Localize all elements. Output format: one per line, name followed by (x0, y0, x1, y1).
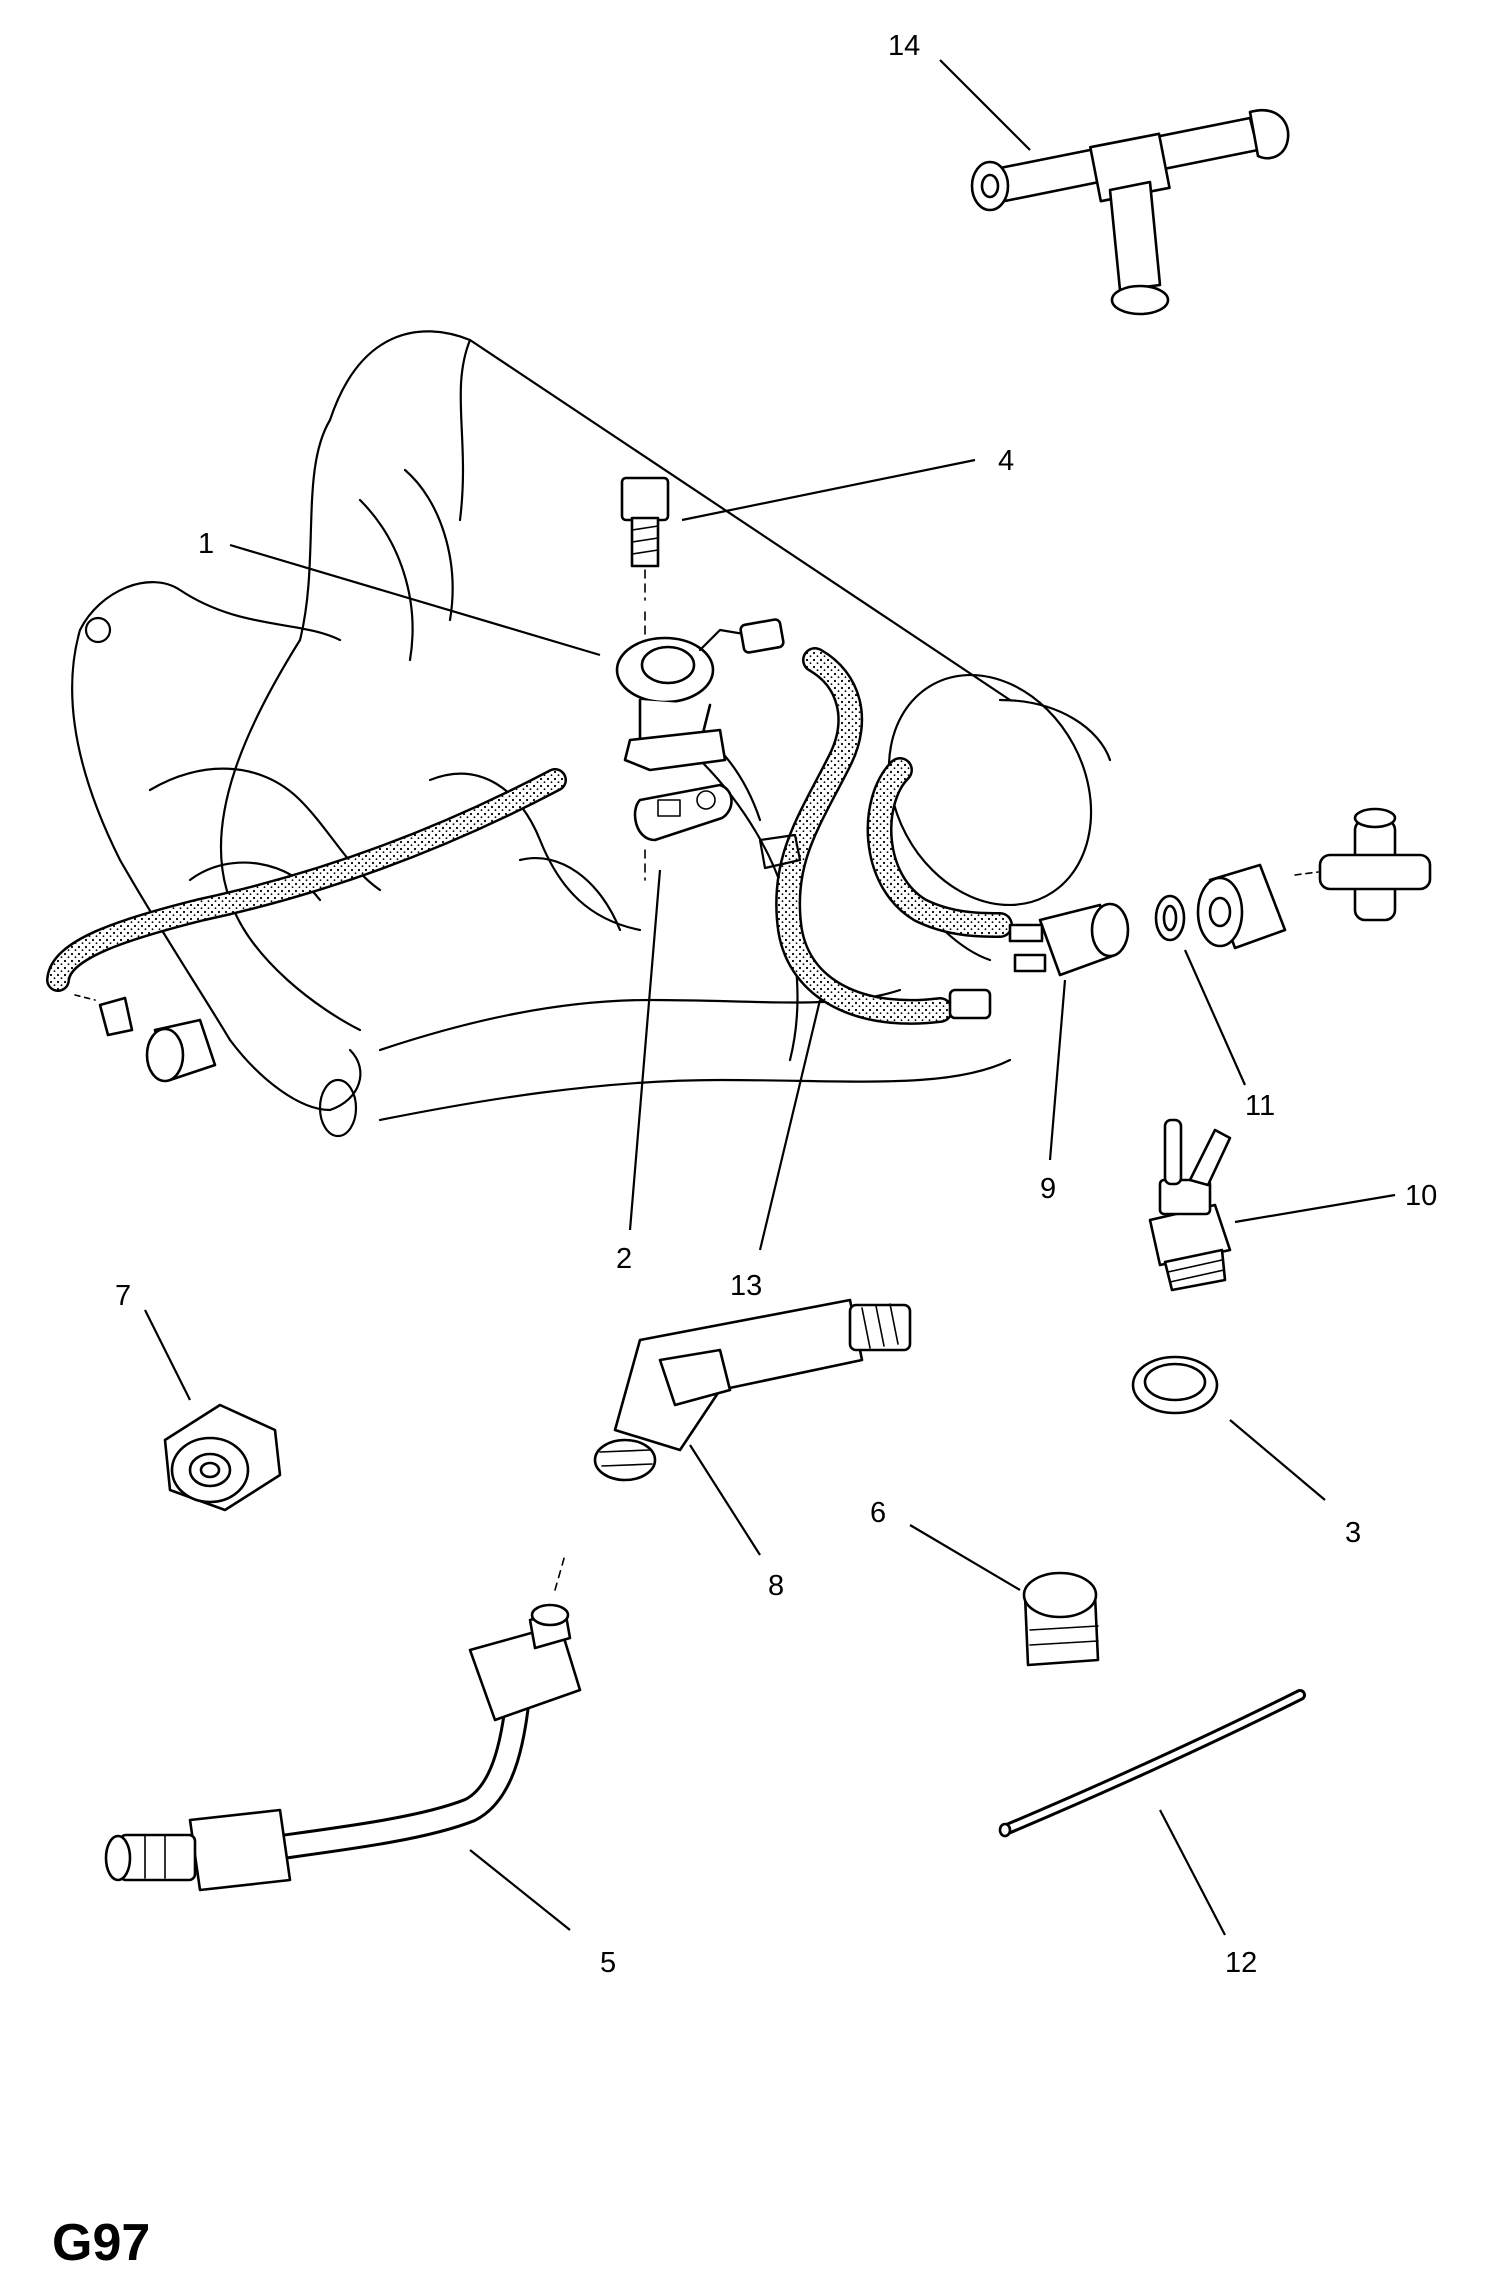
callout-5: 5 (600, 1947, 616, 1979)
washer-filter-part-11 (1154, 863, 1287, 950)
hose-end-fittings (74, 994, 217, 1083)
t-connector-part-14 (970, 109, 1290, 316)
bolt-part-4 (620, 476, 670, 641)
temperature-switch-part-10 (1148, 1118, 1232, 1292)
vacuum-hoses (46, 618, 1013, 1025)
switching-valve-part-9 (1008, 902, 1130, 977)
callout-11: 11 (1245, 1090, 1275, 1122)
callout-6: 6 (870, 1497, 886, 1529)
nut-part-7 (163, 1403, 282, 1512)
callout-13: 13 (730, 1270, 762, 1302)
callout-labels: 14 4 1 2 13 9 11 10 3 7 8 6 5 12 (115, 30, 1437, 1979)
callout-4: 4 (998, 445, 1014, 477)
callout-7: 7 (115, 1280, 131, 1312)
callout-12: 12 (1225, 1947, 1257, 1979)
callout-14: 14 (888, 30, 920, 62)
diagram-code: G97 (52, 2214, 150, 2272)
tube-part-12 (998, 1689, 1306, 1838)
pipe-part-5 (104, 1554, 582, 1892)
callout-3: 3 (1345, 1517, 1361, 1549)
egr-valve-part-1 (615, 628, 752, 772)
gasket-part-2 (633, 783, 733, 881)
plug-part-6 (1022, 1571, 1100, 1667)
callout-10: 10 (1405, 1180, 1437, 1212)
leader-lines (144, 59, 1396, 1936)
callout-2: 2 (616, 1243, 632, 1275)
sealing-ring-part-3 (1131, 1355, 1219, 1415)
angled-connector-part-8 (593, 1298, 912, 1482)
callout-9: 9 (1040, 1173, 1056, 1205)
callout-8: 8 (768, 1570, 784, 1602)
intake-manifold-outline (71, 330, 1112, 1138)
callout-1: 1 (198, 528, 214, 560)
cross-connector (1294, 807, 1432, 922)
